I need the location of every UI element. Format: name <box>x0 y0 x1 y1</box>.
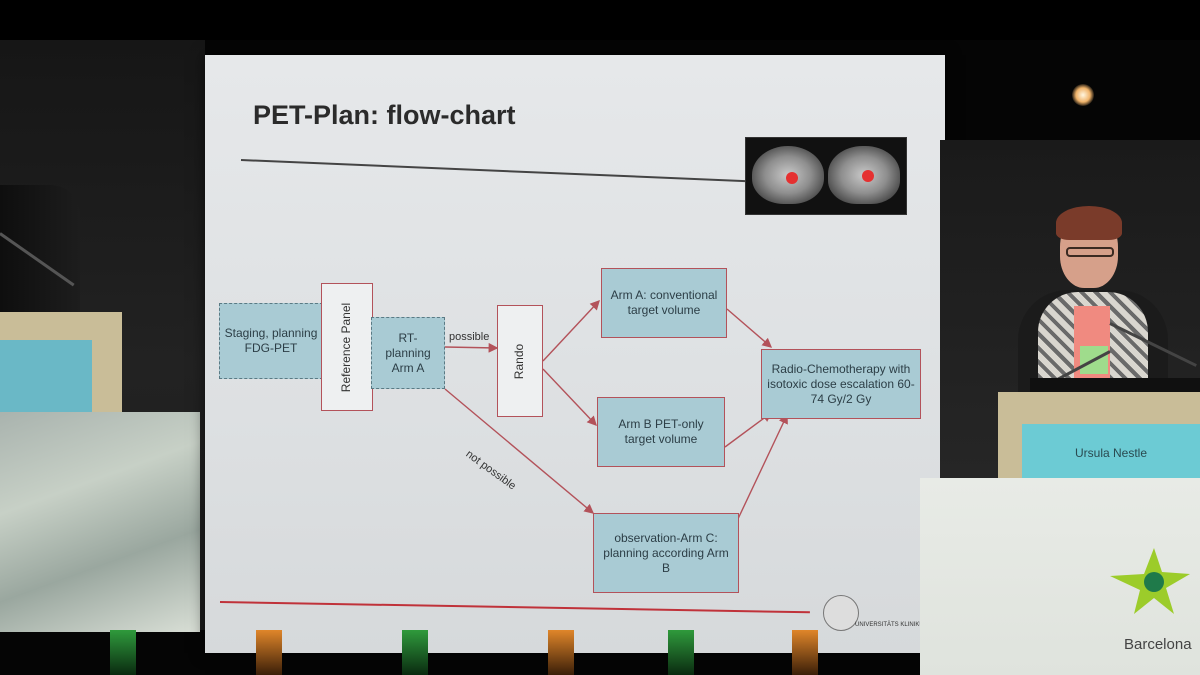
arrow-possible <box>444 342 499 353</box>
left-screen-person <box>0 185 80 315</box>
radio-chemotherapy-box: Radio-Chemotherapy with isotoxic dose es… <box>761 349 921 419</box>
flow-arrows <box>444 299 788 522</box>
arrow-arm-a-radio <box>726 308 773 348</box>
ceiling-spotlight <box>1072 84 1094 106</box>
rando-label: Rando <box>512 343 527 379</box>
ct-scan-image <box>745 137 907 215</box>
arrow-rando-arm-b <box>542 368 597 427</box>
arm-b-box: Arm B PET-only target volume <box>597 397 725 467</box>
arrow-arm-c-radio <box>736 413 788 522</box>
university-logo-text: UNIVERSITÄTS KLINIKUM <box>855 622 929 628</box>
speaker-glasses <box>1066 247 1114 257</box>
slide-title: PET-Plan: flow-chart <box>253 100 516 130</box>
stage-floor-light <box>792 630 818 675</box>
reference-panel-box: Reference Panel <box>321 283 373 411</box>
staging-box: Staging, planning FDG-PET <box>219 303 323 379</box>
speaker-name: Ursula Nestle <box>1074 446 1148 460</box>
conference-star-logo-icon <box>1110 548 1190 614</box>
arm-a-box: Arm A: conventional target volume <box>601 268 727 338</box>
stage-floor-light <box>256 630 282 675</box>
university-seal-icon <box>823 595 859 631</box>
arrow-not-possible <box>444 388 595 514</box>
stage-floor-light <box>548 630 574 675</box>
stage-floor-light <box>402 630 428 675</box>
stage-floor-light <box>668 630 694 675</box>
rt-planning-box: RT-planning Arm A <box>371 317 445 389</box>
conference-city: Barcelona <box>1124 636 1192 653</box>
stage-floor-light <box>110 630 136 675</box>
tumor-marker <box>786 172 798 184</box>
arrow-rando-arm-a <box>542 299 600 362</box>
arm-c-box: observation-Arm C: planning according Ar… <box>593 513 739 593</box>
tumor-marker <box>862 170 874 182</box>
reference-panel-label: Reference Panel <box>339 302 354 392</box>
presentation-slide: PET-Plan: flow-chart Staging, planning F… <box>205 55 945 653</box>
stage-ceiling <box>0 0 1200 40</box>
rando-box: Rando <box>497 305 543 417</box>
left-venue-image <box>0 412 200 632</box>
possible-label: possible <box>449 331 490 343</box>
left-podium-screen <box>0 340 92 416</box>
speaker-hair <box>1056 206 1122 240</box>
podium-name-screen: Ursula Nestle <box>1022 424 1200 482</box>
